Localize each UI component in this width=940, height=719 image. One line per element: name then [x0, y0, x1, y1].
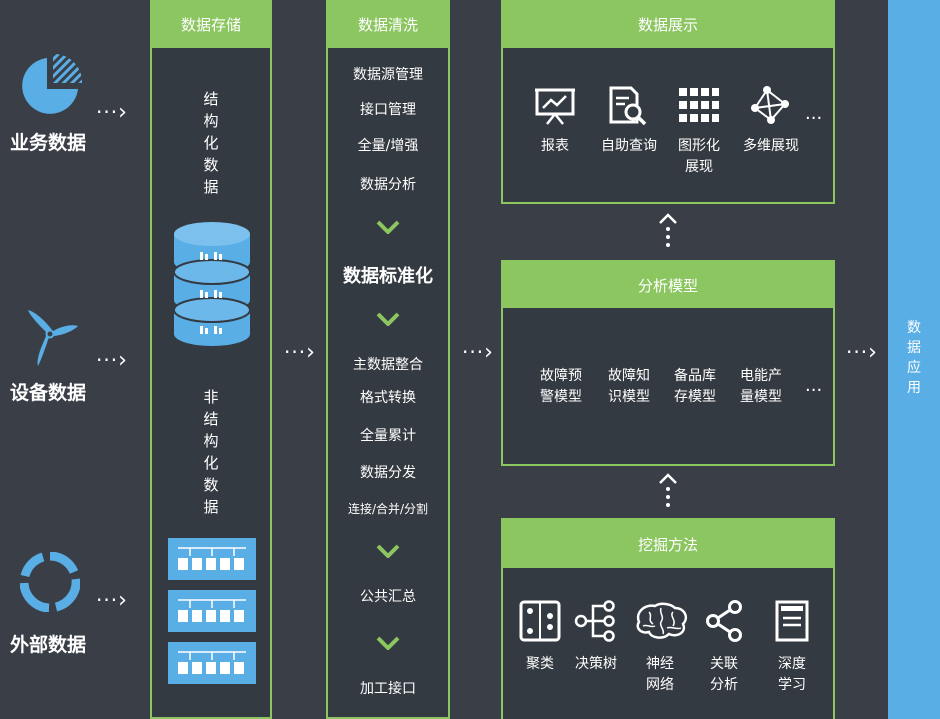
- cleaning-title: 数据清洗: [328, 0, 448, 48]
- dice-icon: [519, 600, 561, 642]
- arrow-business-to-storage: ···›: [96, 100, 128, 125]
- brain-icon: [636, 602, 687, 639]
- cleaning-column: 数据清洗 数据源管理 接口管理 全量/增强 数据分析 数据标准化 主数据整合 格…: [326, 0, 450, 719]
- network-graph-icon: [751, 86, 789, 124]
- network-switch-icon: [168, 538, 256, 685]
- cleaning-item: 数据分发: [360, 465, 416, 481]
- document-search-icon: [609, 86, 647, 126]
- summary-label: 公共汇总: [360, 589, 416, 605]
- arrow-cleaning-to-analysis: ···›: [462, 340, 494, 365]
- chevron-down-icon: [376, 312, 400, 326]
- cleaning-item: 接口管理: [360, 102, 416, 118]
- model-spare-inventory: 备品库存模型: [674, 368, 716, 405]
- more-ellipsis: ···: [805, 380, 823, 401]
- model-energy-output: 电能产量模型: [740, 368, 782, 405]
- arrow-up-to-display: [659, 213, 677, 247]
- arrow-external-to-storage: ···›: [96, 588, 128, 613]
- storage-column: 数据存储 结 构 化 数 据 非 结 构 化 数 据: [150, 0, 272, 719]
- ring-icon: [20, 552, 80, 612]
- cleaning-item: 全量累计: [360, 428, 416, 444]
- mining-clustering: 聚类: [526, 656, 554, 672]
- display-title: 数据展示: [503, 0, 833, 48]
- cleaning-item: 数据源管理: [353, 67, 423, 83]
- models-title: 分析模型: [503, 262, 833, 308]
- chevron-down-icon: [376, 220, 400, 234]
- models-panel: 分析模型 故障预警模型 故障知识模型 备品库存模型 电能产量模型 ···: [501, 260, 835, 466]
- database-icon: [173, 222, 251, 346]
- display-panel: 数据展示 报表 自助查询 图形化 展现 多维展现 ···: [501, 0, 835, 204]
- source-label-device: 设备数据: [10, 382, 87, 404]
- cleaning-item: 主数据整合: [353, 357, 423, 373]
- display-label-multidim: 多维展现: [743, 138, 799, 154]
- arrow-analysis-to-application: ···›: [846, 340, 878, 365]
- application-label: 数 据 应 用: [907, 320, 921, 396]
- unstructured-data-label: 非 结 构 化 数 据: [203, 388, 219, 516]
- grid-icon: [679, 88, 719, 122]
- display-label-graphical: 图形化 展现: [678, 138, 720, 175]
- mining-panel: 挖掘方法 聚类 决策树 神经网络 关联分析: [501, 518, 835, 719]
- cleaning-item: 全量/增强: [357, 138, 419, 154]
- document-icon: [775, 600, 809, 642]
- cleaning-item: 数据分析: [360, 177, 416, 193]
- model-fault-warning: 故障预警模型: [540, 368, 582, 405]
- wind-turbine-icon: [28, 310, 78, 366]
- chevron-down-icon: [376, 636, 400, 650]
- mining-title: 挖掘方法: [503, 520, 833, 568]
- interface-label: 加工接口: [360, 681, 416, 697]
- chevron-down-icon: [376, 544, 400, 558]
- arrow-device-to-storage: ···›: [96, 348, 128, 373]
- display-label-report: 报表: [541, 138, 569, 154]
- model-fault-knowledge: 故障知识模型: [608, 368, 650, 405]
- share-icon: [706, 600, 742, 642]
- mining-deep-learning: 深度学习: [778, 656, 806, 693]
- arrow-storage-to-cleaning: ···›: [284, 340, 316, 365]
- display-label-query: 自助查询: [601, 138, 657, 154]
- mining-association: 关联分析: [710, 656, 738, 693]
- cleaning-item: 连接/合并/分割: [347, 502, 429, 516]
- application-bar: 数 据 应 用: [888, 0, 940, 719]
- mining-neural-network: 神经网络: [646, 656, 674, 693]
- structured-data-label: 结 构 化 数 据: [203, 90, 219, 196]
- arrow-up-to-models: [659, 473, 677, 507]
- more-ellipsis: ···: [805, 108, 823, 129]
- pie-chart-icon: [22, 53, 83, 114]
- mining-decision-tree: 决策树: [575, 656, 617, 672]
- source-label-external: 外部数据: [10, 634, 87, 656]
- standardize-heading: 数据标准化: [343, 266, 433, 287]
- cleaning-item: 格式转换: [360, 390, 416, 406]
- storage-title: 数据存储: [152, 0, 270, 48]
- source-label-business: 业务数据: [10, 132, 87, 154]
- decision-tree-icon: [574, 600, 615, 642]
- presentation-board-icon: [535, 88, 575, 125]
